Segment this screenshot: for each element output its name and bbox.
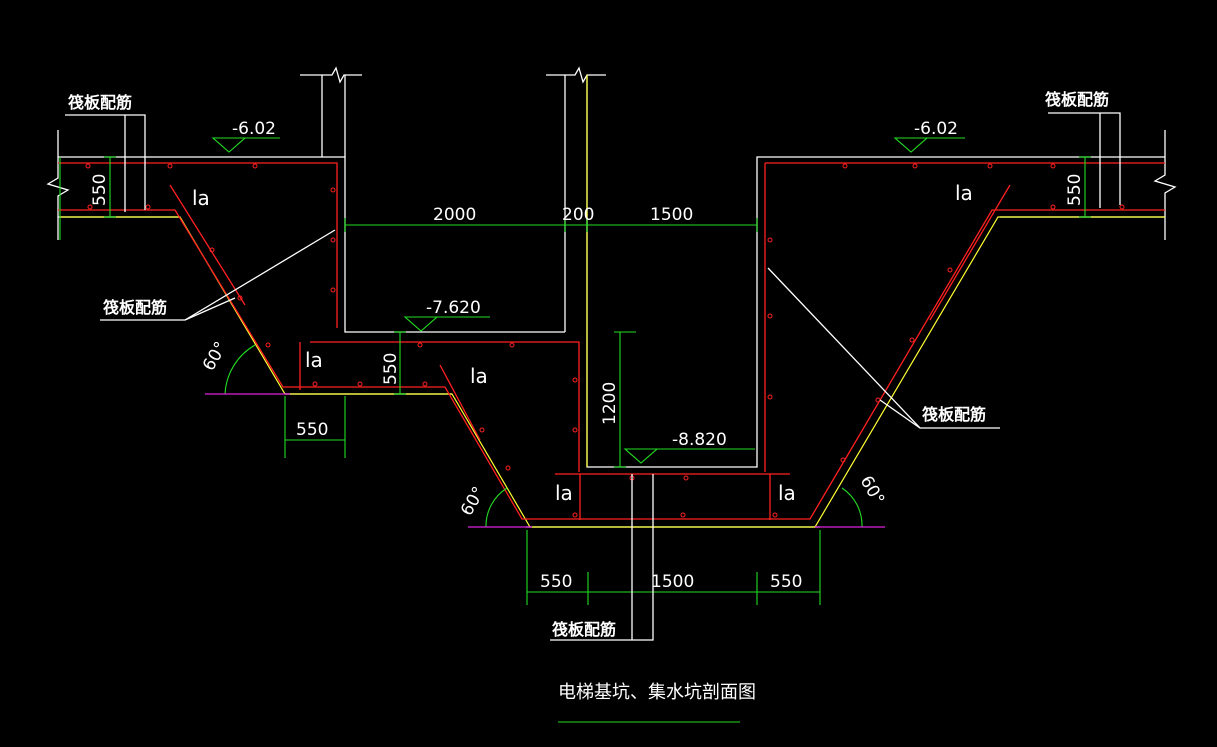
anchor-la-5: la — [778, 481, 796, 505]
leader-lines — [65, 112, 1121, 641]
dim-sump-depth: 1200 — [600, 382, 620, 425]
dim-bottom-mid: 1500 — [651, 572, 694, 592]
drawing-title: 电梯基坑、集水坑剖面图 — [558, 682, 756, 703]
elevation-mid: -7.620 — [426, 298, 481, 318]
dim-slab-mid: 550 — [381, 353, 401, 385]
anchor-la-3: la — [470, 364, 488, 388]
angle-right: 60° — [856, 473, 888, 509]
elevation-top-left: -6.02 — [232, 119, 276, 139]
angle-left: 60° — [199, 338, 231, 374]
excavation-line — [60, 75, 1165, 528]
anchor-la-6: la — [955, 181, 973, 205]
angle-mid: 60° — [457, 483, 489, 519]
anchor-la-4: la — [555, 481, 573, 505]
dim-pit-width: 2000 — [433, 205, 476, 225]
concrete-outline — [46, 66, 1177, 528]
label-raft-rebar-top-right: 筏板配筋 — [1045, 90, 1109, 109]
elevation-markers — [211, 137, 929, 464]
dim-wall: 200 — [562, 205, 594, 225]
elevation-bottom: -8.820 — [672, 430, 727, 450]
label-raft-rebar-right: 筏板配筋 — [922, 405, 986, 424]
dim-bottom-right: 550 — [770, 572, 802, 592]
label-raft-rebar-top-left: 筏板配筋 — [68, 93, 132, 112]
dim-sump-width: 1500 — [650, 205, 693, 225]
anchor-la-2: la — [305, 348, 323, 372]
label-raft-rebar-left: 筏板配筋 — [103, 298, 167, 317]
dim-bottom-left: 550 — [540, 572, 572, 592]
dim-slab-right: 550 — [1065, 174, 1085, 206]
elevation-top-right: -6.02 — [914, 119, 958, 139]
label-raft-rebar-bottom: 筏板配筋 — [552, 620, 616, 639]
anchor-la-1: la — [192, 186, 210, 210]
dim-slab-left: 550 — [90, 174, 110, 206]
ground-lines — [205, 393, 885, 528]
text-layer: 电梯基坑、集水坑剖面图 筏板配筋 筏板配筋 筏板配筋 筏板配筋 筏板配筋 -6.… — [68, 90, 1109, 703]
rebar-lines — [58, 162, 1165, 520]
dim-step-left: 550 — [296, 420, 328, 440]
